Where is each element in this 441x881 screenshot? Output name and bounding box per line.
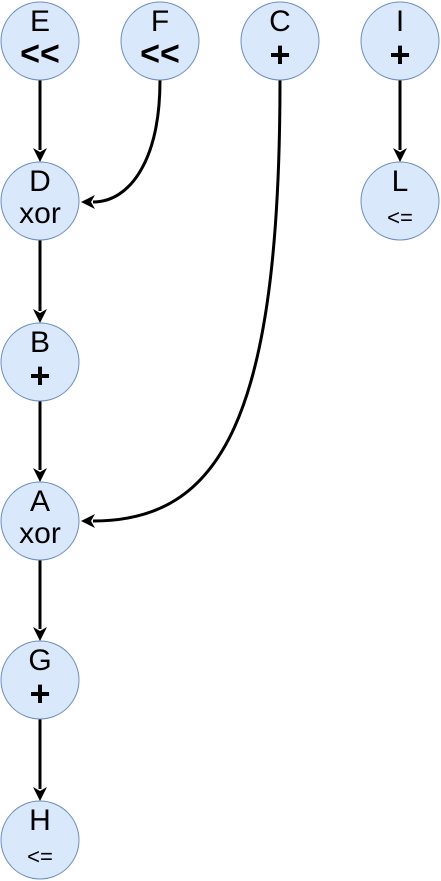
node-id-label: I (396, 5, 404, 38)
node-circle (120, 1, 200, 81)
node-circle (0, 161, 80, 241)
edge-e-to-d (33, 80, 47, 162)
edge-line (92, 79, 162, 204)
node-operator-label: xor (19, 197, 61, 230)
node-circle (0, 800, 80, 880)
arrowhead (33, 309, 47, 323)
node-operator-label: << (20, 35, 60, 73)
node-circle (0, 481, 80, 561)
arrowhead (33, 148, 47, 162)
edge-f-to-d (81, 79, 162, 209)
node-id-label: C (269, 5, 291, 38)
node-circle (360, 161, 440, 241)
node-operator-label: + (29, 355, 50, 396)
node-id-label: G (28, 644, 51, 677)
node-operator-label: << (140, 35, 180, 73)
arrowhead (33, 468, 47, 482)
edge-c-to-a (81, 79, 282, 528)
node-id-label: A (30, 485, 50, 518)
arrowhead (33, 787, 47, 801)
node-id-label: D (29, 165, 51, 198)
arrowhead (81, 514, 95, 528)
node-operator-label: + (389, 34, 410, 75)
node-operator-label: <= (27, 844, 53, 869)
node-c: C+ (240, 1, 320, 81)
edge-b-to-a (33, 401, 47, 482)
node-circle (0, 640, 80, 720)
edge-i-to-l (393, 80, 407, 162)
edge-line (92, 79, 282, 523)
node-circle (0, 322, 80, 402)
arrowhead (33, 627, 47, 641)
node-f: F<< (120, 1, 200, 81)
node-l: L <= (360, 161, 440, 241)
node-id-label: E (30, 5, 50, 38)
node-circle (240, 1, 320, 81)
node-id-label: F (151, 5, 169, 38)
node-h: H <= (0, 800, 80, 880)
edges-layer (33, 79, 407, 801)
edge-a-to-g (33, 560, 47, 641)
node-operator-label: + (269, 34, 290, 75)
node-circle (0, 1, 80, 81)
edge-g-to-h (33, 719, 47, 801)
node-operator-label: <= (387, 205, 413, 230)
node-id-label: L (392, 165, 409, 198)
node-g: G+ (0, 640, 80, 720)
node-circle (360, 1, 440, 81)
node-operator-label: xor (19, 517, 61, 550)
node-id-label: H (29, 804, 51, 837)
arrowhead (81, 195, 95, 209)
edge-d-to-b (33, 240, 47, 323)
node-operator-label: + (29, 673, 50, 714)
arrowhead (393, 148, 407, 162)
node-i: I+ (360, 1, 440, 81)
node-e: E<< (0, 1, 80, 81)
node-id-label: B (30, 326, 50, 359)
node-b: B+ (0, 322, 80, 402)
